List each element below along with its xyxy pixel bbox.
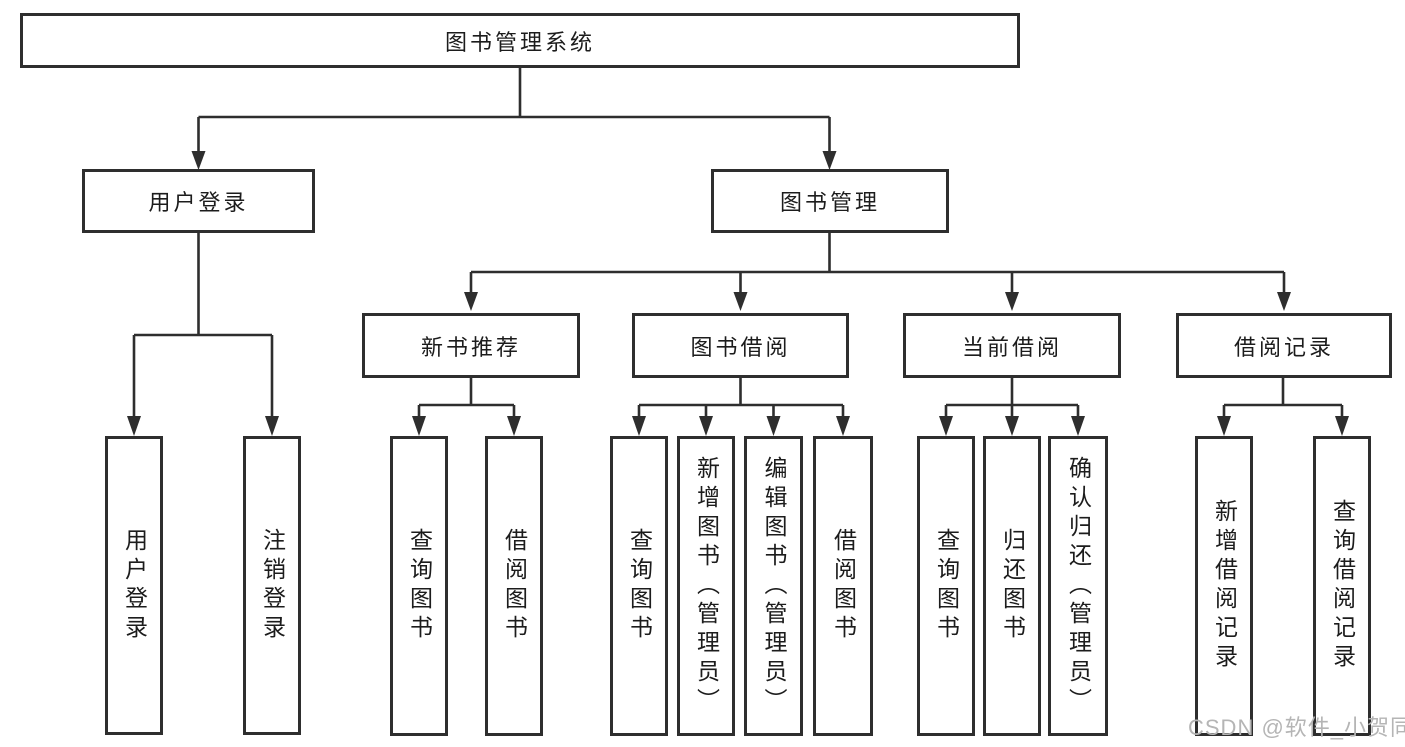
- leaf-recommend-query-book: 查询图书: [390, 436, 448, 736]
- node-current-borrow: 当前借阅: [903, 313, 1121, 378]
- node-book-borrow-label: 图书借阅: [690, 334, 791, 360]
- leaf-add-borrow-record-label: 新增借阅记录: [1211, 499, 1238, 673]
- node-user-login-label: 用户登录: [148, 190, 249, 215]
- leaf-add-book-admin: 新增图书（管理员）: [677, 436, 735, 736]
- leaf-logout-label: 注销登录: [259, 527, 286, 644]
- node-current-borrow-label: 当前借阅: [961, 334, 1062, 360]
- node-book-borrow: 图书借阅: [632, 313, 849, 378]
- node-borrow-records: 借阅记录: [1176, 313, 1392, 378]
- leaf-query-borrow-record-label: 查询借阅记录: [1329, 499, 1356, 673]
- leaf-return-book: 归还图书: [983, 436, 1041, 736]
- node-book-management-label: 图书管理: [779, 190, 880, 215]
- leaf-edit-book-admin: 编辑图书（管理员）: [744, 436, 803, 736]
- leaf-current-query-book: 查询图书: [917, 436, 975, 736]
- leaf-recommend-query-book-label: 查询图书: [406, 528, 433, 644]
- node-new-book-recommend-label: 新书推荐: [420, 334, 521, 360]
- leaf-query-borrow-record: 查询借阅记录: [1313, 436, 1371, 736]
- leaf-edit-book-admin-label: 编辑图书（管理员）: [761, 455, 787, 717]
- leaf-recommend-borrow-book-label: 借阅图书: [501, 528, 528, 644]
- node-book-management: 图书管理: [711, 169, 949, 233]
- node-new-book-recommend: 新书推荐: [362, 313, 580, 378]
- leaf-borrow-query-book-label: 查询图书: [626, 528, 653, 644]
- leaf-return-book-label: 归还图书: [999, 528, 1026, 644]
- csdn-watermark: CSDN @软件_小贺同学: [1188, 715, 1405, 740]
- node-root-label: 图书管理系统: [444, 29, 595, 55]
- leaf-borrow-book: 借阅图书: [813, 436, 873, 736]
- leaf-user-login: 用户登录: [105, 436, 163, 735]
- leaf-confirm-return-admin: 确认归还（管理员）: [1048, 436, 1108, 736]
- leaf-confirm-return-admin-label: 确认归还（管理员）: [1065, 455, 1092, 717]
- node-user-login: 用户登录: [82, 169, 315, 233]
- leaf-logout: 注销登录: [243, 436, 301, 735]
- leaf-borrow-book-label: 借阅图书: [830, 528, 857, 644]
- leaf-add-book-admin-label: 新增图书（管理员）: [693, 455, 720, 717]
- leaf-user-login-label: 用户登录: [121, 527, 148, 644]
- leaf-borrow-query-book: 查询图书: [610, 436, 668, 736]
- leaf-current-query-book-label: 查询图书: [933, 528, 960, 644]
- node-borrow-records-label: 借阅记录: [1233, 334, 1334, 360]
- leaf-recommend-borrow-book: 借阅图书: [485, 436, 543, 736]
- node-root: 图书管理系统: [20, 13, 1020, 68]
- leaf-add-borrow-record: 新增借阅记录: [1195, 436, 1253, 736]
